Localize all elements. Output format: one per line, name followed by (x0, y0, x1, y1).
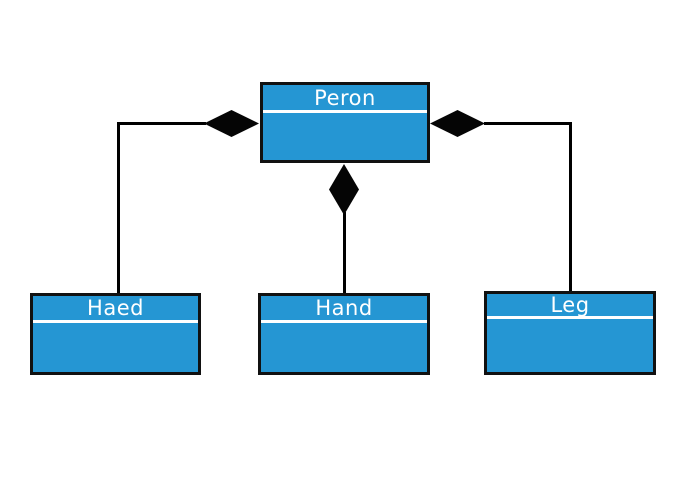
node-leg-label: Leg (487, 293, 653, 319)
edge-peron-leg-horizontal (484, 122, 571, 125)
node-hand-label: Hand (261, 296, 427, 323)
edge-peron-haed-horizontal (117, 122, 206, 125)
node-peron-label: Peron (263, 85, 427, 113)
node-peron[interactable]: Peron (260, 82, 430, 163)
edge-peron-hand-vertical (343, 212, 346, 293)
composition-diamond-icon-middle (329, 164, 359, 215)
node-hand[interactable]: Hand (258, 293, 430, 375)
composition-diamond-icon-right (430, 110, 485, 137)
node-haed-label: Haed (33, 296, 198, 323)
composition-diamond-icon-left (204, 110, 259, 137)
edge-peron-haed-vertical (117, 122, 120, 293)
edge-peron-leg-vertical (569, 122, 572, 293)
node-haed[interactable]: Haed (30, 293, 201, 375)
node-leg[interactable]: Leg (484, 291, 656, 375)
